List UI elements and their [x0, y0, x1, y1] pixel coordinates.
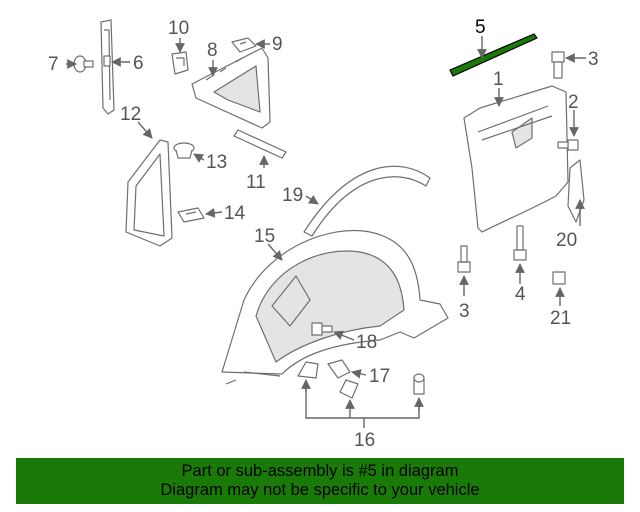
bolt-18-part[interactable]: [311, 322, 333, 336]
callout-11: 11: [246, 172, 266, 193]
callout-19: 19: [282, 185, 303, 206]
callout-14: 14: [224, 203, 246, 224]
callout-18: 18: [356, 332, 377, 353]
callout-12: 12: [120, 104, 141, 125]
callout-2: 2: [568, 92, 579, 113]
fender-liner-part[interactable]: [221, 229, 449, 385]
callout-labels: 5 1 2 3 3 4 20 21 6 7 8 9 10 11 12 13 14…: [48, 17, 599, 451]
bolt-4-part[interactable]: [513, 225, 527, 261]
bolt-3-top-part[interactable]: [551, 51, 565, 79]
arch-molding-part[interactable]: [303, 165, 431, 237]
callout-16: 16: [354, 430, 375, 451]
callout-4: 4: [515, 284, 526, 305]
callout-10: 10: [168, 18, 189, 39]
parts-diagram: 5 1 2 3 3 4 20 21 6 7 8 9 10 11 12 13 14…: [48, 17, 599, 451]
notice-line-2: Diagram may not be specific to your vehi…: [160, 481, 480, 499]
notice-line-1: Part or sub-assembly is #5 in diagram: [181, 462, 459, 480]
trim-panel-part[interactable]: [191, 47, 271, 129]
pillar-trim-part[interactable]: [100, 19, 115, 115]
callout-21: 21: [550, 308, 571, 329]
callout-20: 20: [556, 230, 577, 251]
callout-1: 1: [493, 69, 504, 90]
callout-5: 5: [475, 17, 486, 38]
callout-8: 8: [207, 40, 218, 61]
callout-17: 17: [369, 366, 390, 387]
plug-part[interactable]: [173, 142, 195, 159]
fastener-group-part[interactable]: [297, 361, 425, 399]
leader-lines: [66, 36, 586, 428]
notice-banner: Part or sub-assembly is #5 in diagram Di…: [16, 458, 624, 504]
seal-frame-part[interactable]: [125, 139, 173, 247]
bolt-3-lower-part[interactable]: [457, 245, 471, 273]
square-nut-part[interactable]: [552, 271, 566, 285]
callout-9: 9: [272, 34, 283, 55]
callout-3-lower: 3: [459, 301, 470, 322]
push-pin-part[interactable]: [73, 55, 94, 73]
callout-6: 6: [133, 53, 144, 74]
callout-3-top: 3: [588, 49, 599, 70]
highlighted-part-5[interactable]: [449, 33, 538, 77]
retainer-clip-part[interactable]: [231, 37, 257, 53]
fender-bracket-part[interactable]: [567, 159, 585, 223]
fender-part[interactable]: [463, 85, 569, 233]
clip-nut-part[interactable]: [171, 51, 189, 75]
clip-nut-lower-part[interactable]: [177, 207, 205, 223]
clip-17-part[interactable]: [327, 359, 351, 379]
callout-15: 15: [254, 226, 275, 247]
callout-13: 13: [206, 152, 227, 173]
seal-strip-part[interactable]: [233, 129, 287, 159]
callout-7: 7: [48, 54, 59, 75]
bolt-2-part[interactable]: [557, 139, 579, 151]
